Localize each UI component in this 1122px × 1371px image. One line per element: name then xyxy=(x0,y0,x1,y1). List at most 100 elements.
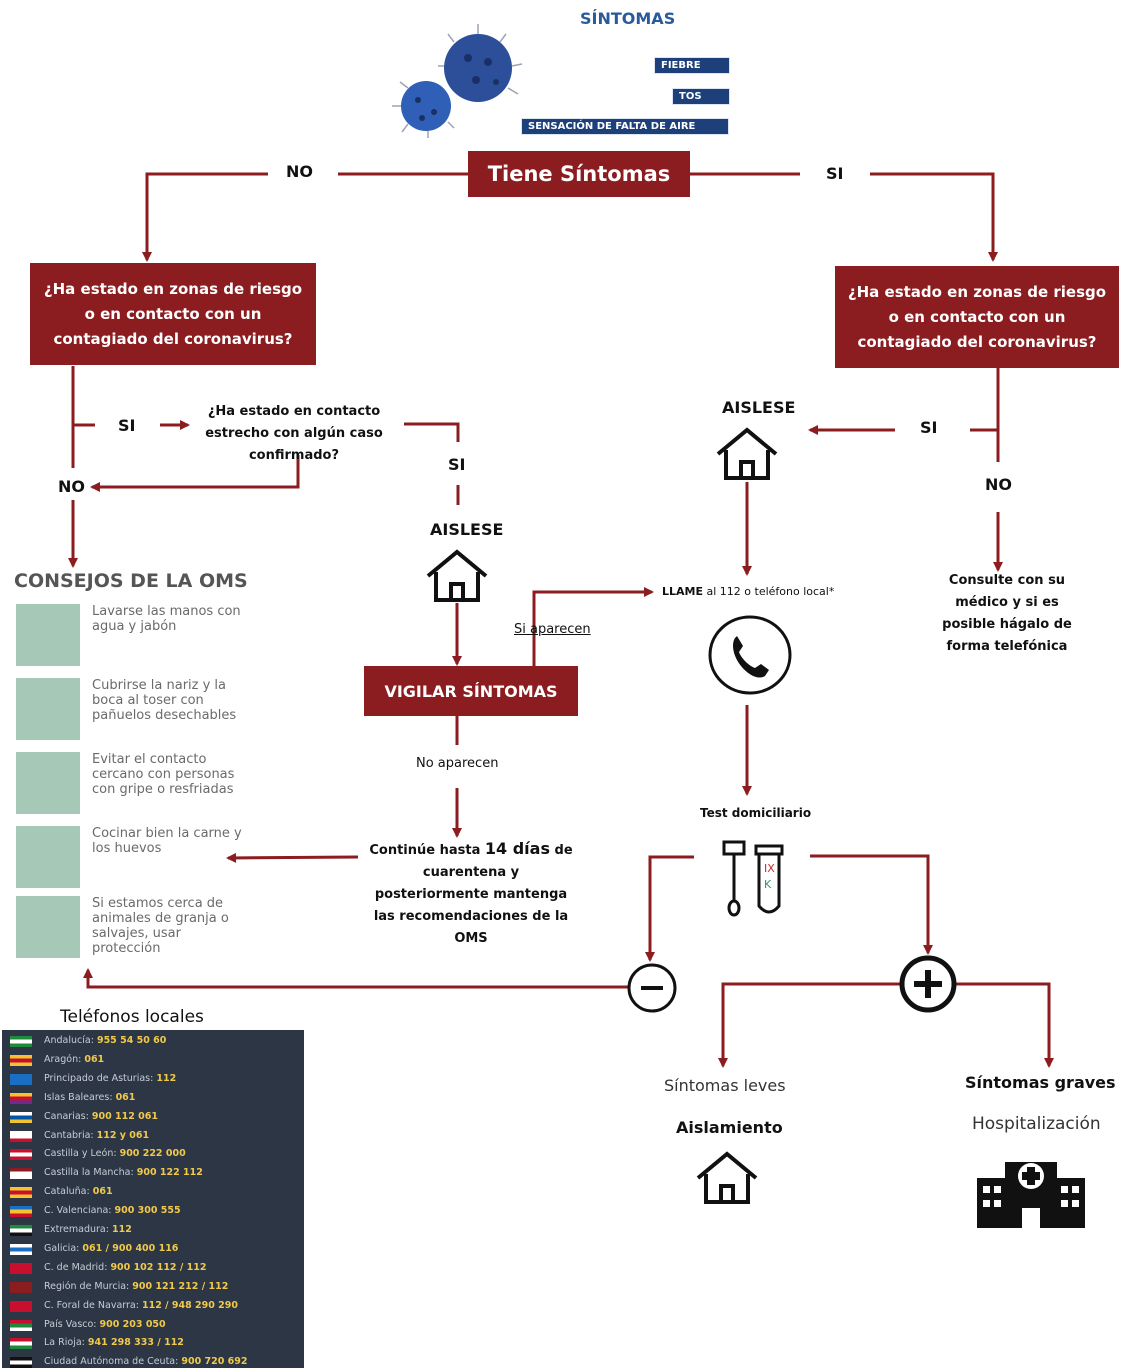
phone-entry: Castilla y León: 900 222 000 xyxy=(44,1145,186,1163)
continue-days: 14 días xyxy=(484,839,550,858)
handwash-icon xyxy=(16,604,80,666)
region-name: Aragón: xyxy=(44,1053,82,1065)
positive-result-icon xyxy=(899,955,957,1013)
phone-entry: Ciudad Autónoma de Ceuta: 900 720 692 xyxy=(44,1353,247,1371)
phone-number: 112 / 948 290 290 xyxy=(141,1299,238,1311)
svg-text:K: K xyxy=(764,878,772,891)
phone-row: Cataluña: 061 xyxy=(2,1183,302,1201)
phone-entry: Castilla la Mancha: 900 122 112 xyxy=(44,1164,203,1182)
region-flag-icon xyxy=(10,1319,32,1331)
close-contact-question: ¿Ha estado en contacto estrecho con algú… xyxy=(205,404,383,463)
phone-row: Canarias: 900 112 061 xyxy=(2,1108,302,1126)
phone-entry: C. de Madrid: 900 102 112 / 112 xyxy=(44,1259,206,1277)
phone-entry: C. Valenciana: 900 300 555 xyxy=(44,1202,181,1220)
house-icon xyxy=(716,427,778,480)
region-name: C. Valenciana: xyxy=(44,1205,112,1217)
consult-doctor-text: Consulte con su médico y si es posible h… xyxy=(942,573,1072,654)
region-name: País Vasco: xyxy=(44,1318,97,1330)
phone-row: C. de Madrid: 900 102 112 / 112 xyxy=(2,1259,302,1277)
phone-row: Aragón: 061 xyxy=(2,1051,302,1069)
oms-advice-text: Si estamos cerca de animales de granja o… xyxy=(92,896,229,956)
call-112-text: LLAME al 112 o teléfono local* xyxy=(662,585,834,598)
no-symptoms-label: No aparecen xyxy=(416,756,499,771)
house-icon xyxy=(696,1151,758,1204)
phone-row: Cantabria: 112 y 061 xyxy=(2,1127,302,1145)
chicken-icon xyxy=(16,896,80,958)
phone-entry: La Rioja: 941 298 333 / 112 xyxy=(44,1334,184,1352)
phone-row: Castilla y León: 900 222 000 xyxy=(2,1145,302,1163)
region-flag-icon xyxy=(10,1281,32,1293)
region-name: C. Foral de Navarra: xyxy=(44,1299,139,1311)
region-flag-icon xyxy=(10,1206,32,1218)
symptoms-title: SÍNTOMAS xyxy=(580,9,676,28)
phone-number: 061 / 900 400 116 xyxy=(82,1242,179,1254)
severe-symptoms-label: Síntomas graves xyxy=(965,1073,1116,1092)
oms-advice-item: Cocinar bien la carne y los huevos xyxy=(16,826,246,890)
region-flag-icon xyxy=(10,1300,32,1312)
region-flag-icon xyxy=(10,1073,32,1085)
phone-entry: Principado de Asturias: 112 xyxy=(44,1070,176,1088)
phone-number: 061 xyxy=(84,1053,105,1065)
oms-advice-item: Cubrirse la nariz y la boca al toser con… xyxy=(16,678,246,742)
hospital-icon xyxy=(977,1162,1085,1228)
left-si-label: SI xyxy=(118,416,136,435)
phone-row: Islas Baleares: 061 xyxy=(2,1089,302,1107)
phone-entry: Galicia: 061 / 900 400 116 xyxy=(44,1240,178,1258)
phone-number: 061 xyxy=(115,1091,136,1103)
phone-number: 900 720 692 xyxy=(181,1356,248,1368)
phone-number: 900 122 112 xyxy=(136,1167,203,1179)
region-flag-icon xyxy=(10,1338,32,1350)
contact-si-label: SI xyxy=(448,455,466,474)
region-name: Islas Baleares: xyxy=(44,1091,113,1103)
monitor-symptoms-node: VIGILAR SÍNTOMAS xyxy=(364,666,578,716)
hospitalization-label: Hospitalización xyxy=(972,1114,1101,1134)
phone-number: 112 y 061 xyxy=(96,1129,150,1141)
root-si-label: SI xyxy=(826,164,844,183)
oms-advice-text: Cubrirse la nariz y la boca al toser con… xyxy=(92,678,237,723)
symptom-cough-chip: TOS xyxy=(672,88,730,105)
region-name: Extremadura: xyxy=(44,1224,109,1235)
cooking-pot-icon xyxy=(16,826,80,888)
region-flag-icon xyxy=(10,1168,32,1180)
avoid-contact-icon xyxy=(16,752,80,814)
symptoms-appear-label: Si aparecen xyxy=(514,622,591,637)
oms-advice-text: Cocinar bien la carne y los huevos xyxy=(92,826,242,856)
cough-icon xyxy=(16,678,80,740)
phone-row: Andalucía: 955 54 50 60 xyxy=(2,1032,302,1050)
phone-row: País Vasco: 900 203 050 xyxy=(2,1316,302,1334)
phone-entry: Islas Baleares: 061 xyxy=(44,1089,135,1107)
phone-row: C. Valenciana: 900 300 555 xyxy=(2,1202,302,1220)
phone-row: Región de Murcia: 900 121 212 / 112 xyxy=(2,1278,302,1296)
phone-number: 061 xyxy=(92,1186,113,1198)
right-risk-question: ¿Ha estado en zonas de riesgo o en conta… xyxy=(835,266,1119,368)
phone-entry: Canarias: 900 112 061 xyxy=(44,1108,158,1126)
region-flag-icon xyxy=(10,1130,32,1142)
region-flag-icon xyxy=(10,1225,32,1236)
phone-row: Extremadura: 112 xyxy=(2,1221,302,1239)
region-name: Cantabria: xyxy=(44,1129,94,1141)
phone-number: 900 222 000 xyxy=(119,1148,186,1160)
mild-symptoms-label: Síntomas leves xyxy=(664,1076,786,1095)
symptom-breath-chip: SENSACIÓN DE FALTA DE AIRE xyxy=(521,118,729,135)
region-name: Galicia: xyxy=(44,1242,80,1254)
region-flag-icon xyxy=(10,1111,32,1123)
region-name: Principado de Asturias: xyxy=(44,1072,154,1084)
oms-advice-item: Lavarse las manos con agua y jabón xyxy=(16,604,246,668)
home-test-label: Test domiciliario xyxy=(700,806,812,820)
left-aislese-label: AISLESE xyxy=(430,520,504,539)
negative-result-icon xyxy=(627,963,677,1013)
region-flag-icon xyxy=(10,1036,32,1047)
right-aislese-label: AISLESE xyxy=(722,398,796,417)
phone-row: Ciudad Autónoma de Ceuta: 900 720 692 xyxy=(2,1353,302,1371)
oms-advice-item: Si estamos cerca de animales de granja o… xyxy=(16,896,246,960)
phone-number: 900 300 555 xyxy=(114,1205,181,1217)
phone-number: 112 xyxy=(111,1224,132,1235)
oms-advice-text: Evitar el contacto cercano con personas … xyxy=(92,752,235,797)
phone-row: Principado de Asturias: 112 xyxy=(2,1070,302,1088)
phone-entry: C. Foral de Navarra: 112 / 948 290 290 xyxy=(44,1297,238,1315)
phone-entry: Aragón: 061 xyxy=(44,1051,104,1069)
region-flag-icon xyxy=(10,1243,32,1255)
local-phones-title: Teléfonos locales xyxy=(60,1007,204,1027)
virus-icon xyxy=(392,24,523,138)
root-no-label: NO xyxy=(286,162,313,181)
